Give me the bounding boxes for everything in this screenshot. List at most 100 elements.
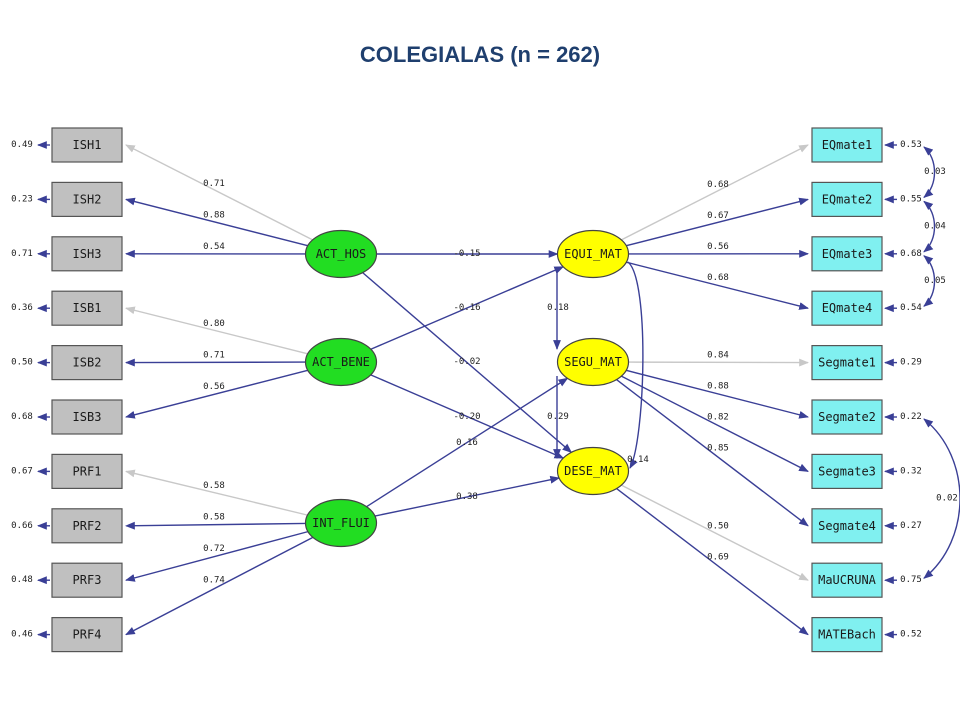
loading-path-eqmate4 [626,261,809,310]
error-value-prf4: 0.46 [11,630,33,640]
loading-path-ish1 [125,144,313,241]
structural-value-int-flui-dese-mat: 0.38 [456,492,478,502]
structural-value-act-hos-equi-mat: -0.15 [453,249,480,259]
loading-path-segmate1 [628,358,809,367]
structural-path-equi-mat-dese-mat [627,261,644,469]
indicator-box-prf3 [51,562,123,598]
indicator-label-eqmate2: EQmate2 [822,192,873,206]
structural-value-act-bene-equi-mat: -0.16 [453,303,480,313]
latent-act-hos [304,229,378,279]
loading-value-segmate2: 0.88 [707,381,729,391]
loading-path-isb2 [125,358,306,367]
loading-value-prf2: 0.58 [203,513,225,523]
loading-value-maucruna: 0.50 [707,521,729,531]
structural-value-act-hos-dese-mat: -0.02 [453,357,480,367]
loading-path-eqmate1 [621,144,809,241]
error-value-maucruna: 0.75 [900,575,922,585]
indicator-label-segmate2: Segmate2 [818,410,876,424]
error-value-eqmate2: 0.55 [900,194,922,204]
error-value-eqmate1: 0.53 [900,140,922,150]
error-value-eqmate4: 0.54 [900,303,922,313]
indicator-box-segmate3 [811,453,883,489]
indicator-box-matebach [811,616,883,653]
loading-value-segmate1: 0.84 [707,350,729,360]
loading-value-segmate4: 0.85 [707,443,729,453]
indicator-box-eqmate3 [811,236,883,272]
indicator-label-isb3: ISB3 [73,410,102,424]
covariance-value-eqmate2-eqmate3: 0.04 [924,222,946,232]
indicator-label-eqmate1: EQmate1 [822,138,873,152]
latent-segu-mat [556,337,630,387]
indicator-label-prf3: PRF3 [73,573,102,587]
indicator-label-ish2: ISH2 [73,192,102,206]
loading-value-eqmate4: 0.68 [707,273,729,283]
latent-label-act-hos: ACT_HOS [316,247,367,261]
loading-value-eqmate2: 0.67 [707,211,729,221]
error-value-ish2: 0.23 [11,194,33,204]
structural-value-segu-mat-dese-mat: 0.29 [547,412,569,422]
loading-path-prf3 [125,530,309,582]
indicator-label-ish3: ISH3 [73,247,102,261]
indicator-box-maucruna [811,562,883,598]
indicator-box-prf2 [51,508,123,544]
loading-value-segmate3: 0.82 [707,412,729,422]
indicator-box-ish3 [51,236,123,272]
indicator-box-eqmate2 [811,181,883,217]
indicator-label-prf4: PRF4 [73,628,102,642]
error-value-isb3: 0.68 [11,412,33,422]
indicator-label-isb2: ISB2 [73,356,102,370]
covariance-eqmate2-eqmate3 [923,200,936,253]
latent-label-int-flui: INT_FLUI [312,516,370,530]
loading-value-matebach: 0.69 [707,552,729,562]
loading-value-ish2: 0.88 [203,210,225,220]
indicator-label-isb1: ISB1 [73,301,102,315]
indicator-box-eqmate4 [811,290,883,326]
latent-label-act-bene: ACT_BENE [312,355,370,369]
loading-value-isb1: 0.80 [203,319,225,329]
indicator-box-prf1 [51,453,123,489]
error-value-segmate4: 0.27 [900,521,922,531]
indicator-box-isb3 [51,399,123,435]
indicator-box-ish1 [51,127,123,163]
error-value-matebach: 0.52 [900,630,922,640]
error-value-segmate3: 0.32 [900,466,922,476]
structural-value-equi-mat-segu-mat: 0.18 [547,303,569,313]
error-value-ish3: 0.71 [11,249,33,259]
error-value-isb1: 0.36 [11,303,33,313]
loading-path-prf2 [125,521,306,530]
covariance-value-segmate2-maucruna: 0.02 [936,494,958,504]
loading-path-isb1 [125,306,308,355]
loading-path-ish2 [125,197,308,247]
latent-dese-mat [556,446,630,496]
structural-path-act-bene-equi-mat [370,266,565,350]
error-value-segmate2: 0.22 [900,412,922,422]
indicator-label-prf1: PRF1 [73,464,102,478]
indicator-box-segmate2 [811,399,883,435]
indicator-label-matebach: MATEBach [818,628,876,642]
indicator-box-prf4 [51,616,123,653]
structural-value-int-flui-segu-mat: 0.16 [456,438,478,448]
loading-value-isb2: 0.71 [203,350,225,360]
structural-path-act-bene-dese-mat [370,374,565,459]
latent-equi-mat [556,229,630,279]
indicator-box-segmate4 [811,508,883,544]
covariance-eqmate1-eqmate2 [923,146,936,199]
loading-path-isb3 [125,369,308,419]
loading-path-maucruna [621,484,809,581]
loading-value-eqmate1: 0.68 [707,180,729,190]
error-value-eqmate3: 0.68 [900,249,922,259]
structural-path-int-flui-segu-mat [366,377,569,508]
loading-value-prf1: 0.58 [203,481,225,491]
indicator-box-ish2 [51,181,123,217]
structural-value-act-bene-dese-mat: -0.20 [453,412,480,422]
loading-path-segmate2 [626,369,809,419]
loading-path-matebach [616,488,809,636]
indicator-label-eqmate3: EQmate3 [822,247,873,261]
loading-path-segmate4 [616,379,809,527]
covariance-eqmate3-eqmate4 [923,255,936,307]
error-value-isb2: 0.50 [11,358,33,368]
indicator-label-prf2: PRF2 [73,519,102,533]
structural-value-equi-mat-dese-mat: 0.14 [627,455,649,465]
error-value-prf2: 0.66 [11,521,33,531]
